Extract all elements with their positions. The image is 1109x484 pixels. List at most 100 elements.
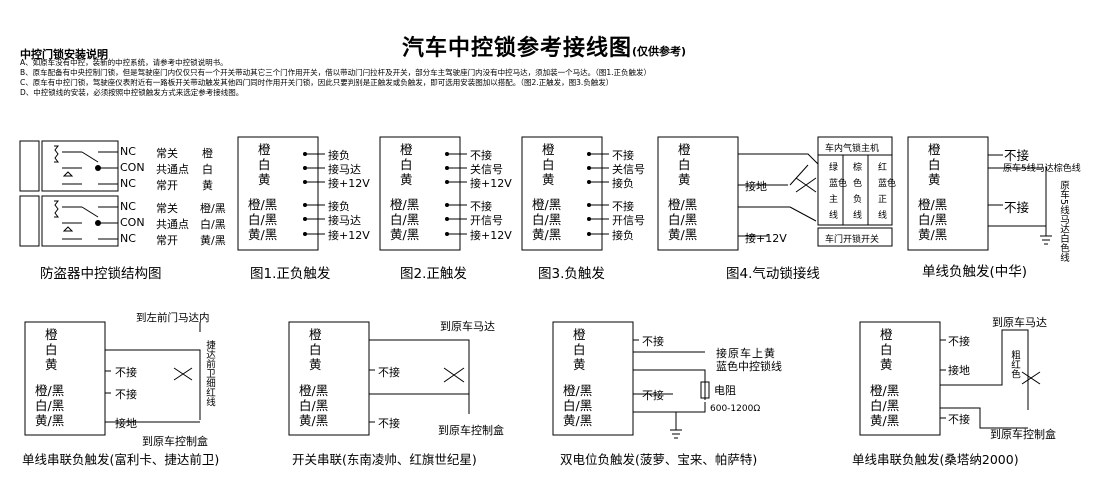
fig7-top-label: 到原车马达 [440, 320, 495, 333]
fig6-wire-white-black: 白/黑 [35, 398, 65, 413]
fig8-wire-white: 白 [573, 342, 586, 357]
fig2-wires-top: 橙 白 黄 [400, 142, 413, 187]
fig4-col3-2: 正 [878, 195, 888, 205]
fig1-wire-yellow: 黄 [258, 172, 271, 187]
fig2-caption: 图2.正触发 [400, 266, 467, 282]
fig5-wire-orange: 橙 [928, 142, 941, 157]
fig6-bottom-label: 到原车控制盒 [142, 435, 208, 448]
relay1-color-orange: 橙 [202, 147, 213, 160]
fig2-label-1: 关信号 [470, 163, 503, 176]
fig8-resistor-value: 600-1200Ω [710, 404, 761, 414]
relay2-label-normally-open: 常开 [156, 234, 178, 247]
relay1-label-normally-open: 常开 [156, 179, 178, 192]
fig2-wire-yellow-black: 黄/黑 [390, 227, 420, 242]
fig5-wires-top: 橙 白 黄 [928, 142, 941, 187]
fig4-wire-white-black: 白/黑 [668, 212, 698, 227]
fig9-label-2: 不接 [948, 413, 970, 426]
fig1-label-0: 接负 [328, 149, 350, 162]
fig7-wire-yellow-black: 黄/黑 [299, 413, 329, 428]
fig9-caption: 单线串联负触发(桑塔纳2000) [852, 452, 1019, 467]
fig8-wire-yellow-black: 黄/黑 [563, 413, 593, 428]
fig3-label-3: 不接 [612, 200, 634, 213]
fig4-plus12-label: 接+12V [745, 232, 787, 245]
fig9-wire-white: 白 [880, 342, 893, 357]
fig6-top-label: 到左前门马达内 [136, 312, 210, 324]
fig1-wire-yellow-black: 黄/黑 [248, 227, 278, 242]
fig2-label-4: 开信号 [470, 214, 503, 227]
fig5-brown-wire: 原车5线马达棕色线 [1003, 164, 1081, 174]
fig4-wire-yellow-black: 黄/黑 [668, 227, 698, 242]
fig4-wire-orange-black: 橙/黑 [668, 197, 698, 212]
relay2-color-orange-black: 橙/黑 [200, 202, 226, 215]
relay2-label-common: 共通点 [156, 218, 189, 231]
fig4-wire-yellow: 黄 [678, 172, 691, 187]
fig5-no-connect-1: 不接 [1004, 148, 1030, 163]
fig7-wires-bottom: 橙/黑 白/黑 黄/黑 [299, 383, 328, 428]
fig1-label-3: 接负 [328, 200, 350, 213]
fig2-label-5: 接+12V [470, 229, 512, 242]
fig1-label-5: 接+12V [328, 229, 370, 242]
fig3-label-5: 接负 [612, 229, 634, 242]
fig3-label-1: 关信号 [612, 163, 645, 176]
fig7-wire-white: 白 [309, 342, 322, 357]
title-note: (仅供参考) [632, 45, 687, 58]
fig3-label-0: 不接 [612, 149, 634, 162]
fig1-label-4: 接马达 [328, 214, 361, 227]
fig4-wire-white: 白 [678, 157, 691, 172]
relay2-nc: NC [120, 200, 136, 213]
fig6-wires-top: 橙 白 黄 [45, 327, 58, 372]
fig6-label-1: 不接 [115, 388, 137, 401]
fig4-col1-2: 主 [829, 195, 839, 205]
fig6-wires-bottom: 橙/黑 白/黑 黄/黑 [35, 383, 64, 428]
instruction-d: D、中控锁线的安装，必须按照中控锁触发方式来选定参考接线图。 [20, 88, 244, 97]
fig1-label-2: 接+12V [328, 177, 370, 190]
fig3-wires-bottom: 橙/黑 白/黑 黄/黑 [532, 197, 561, 242]
relay2-con: CON [120, 216, 145, 229]
fig8-connect-label-2: 蓝色中控锁线 [716, 360, 782, 373]
instructions-heading: 中控门锁安装说明 [20, 48, 108, 61]
fig9-wires-bottom: 橙/黑 白/黑 黄/黑 [870, 383, 899, 428]
fig4-col1: 绿 蓝色 主 线 [829, 160, 847, 224]
fig8-wires-bottom: 橙/黑 白/黑 黄/黑 [563, 383, 592, 428]
fig8-label-0: 不接 [642, 335, 664, 348]
fig3-wire-orange-black: 橙/黑 [532, 197, 562, 212]
fig8-label-1: 不接 [642, 389, 664, 402]
fig7-label-1: 不接 [378, 417, 400, 430]
fig3-wire-yellow: 黄 [542, 172, 555, 187]
fig4-col3: 红 蓝色 正 线 [878, 160, 896, 224]
fig5-side-label: 原车5线马达白色线 [1058, 180, 1069, 263]
instruction-c: C、原车有中控门锁，驾驶座仪表附近有一路板开关带动触发其他四门同时作用开关门锁，… [20, 78, 614, 87]
relay1-con: CON [120, 161, 145, 174]
fig6-wire-white: 白 [45, 342, 58, 357]
fig6-side-label: 捷达前卫细红线 [204, 340, 215, 407]
fig7-label-0: 不接 [378, 366, 400, 379]
fig4-col3-0: 红 [878, 163, 888, 173]
fig6-wire-orange: 橙 [45, 327, 58, 342]
fig5-wire-white-black: 白/黑 [918, 212, 948, 227]
fig2-wire-white-black: 白/黑 [390, 212, 420, 227]
fig5-no-connect-2: 不接 [1004, 200, 1030, 215]
fig9-wires-top: 橙 白 黄 [880, 327, 893, 372]
fig3-wire-white: 白 [542, 157, 555, 172]
fig3-wire-yellow-black: 黄/黑 [532, 227, 562, 242]
fig9-wire-yellow-black: 黄/黑 [870, 413, 900, 428]
relay1-label-common: 共通点 [156, 163, 189, 176]
fig4-col2-1: 色 [853, 179, 863, 189]
fig6-wire-yellow-black: 黄/黑 [35, 413, 65, 428]
fig4-col2-0: 棕 [853, 163, 863, 173]
fig1-label-1: 接马达 [328, 163, 361, 176]
relay1-label-normally-closed: 常关 [156, 147, 178, 160]
fig3-label-2: 接负 [612, 177, 634, 190]
relay2-nc2: NC [120, 232, 136, 245]
fig1-wire-orange-black: 橙/黑 [248, 197, 278, 212]
fig9-side-label: 粗红色 [1009, 350, 1020, 379]
fig2-wire-yellow: 黄 [400, 172, 413, 187]
fig8-wires-top: 橙 白 黄 [573, 327, 586, 372]
fig7-caption: 开关串联(东南凌帅、红旗世纪星) [292, 452, 477, 467]
fig9-wire-orange-black: 橙/黑 [870, 383, 900, 398]
fig9-label-0: 不接 [948, 335, 970, 348]
fig4-ground-label: 接地 [745, 180, 767, 193]
fig8-wire-orange: 橙 [573, 327, 586, 342]
fig7-wire-orange-black: 橙/黑 [299, 383, 329, 398]
